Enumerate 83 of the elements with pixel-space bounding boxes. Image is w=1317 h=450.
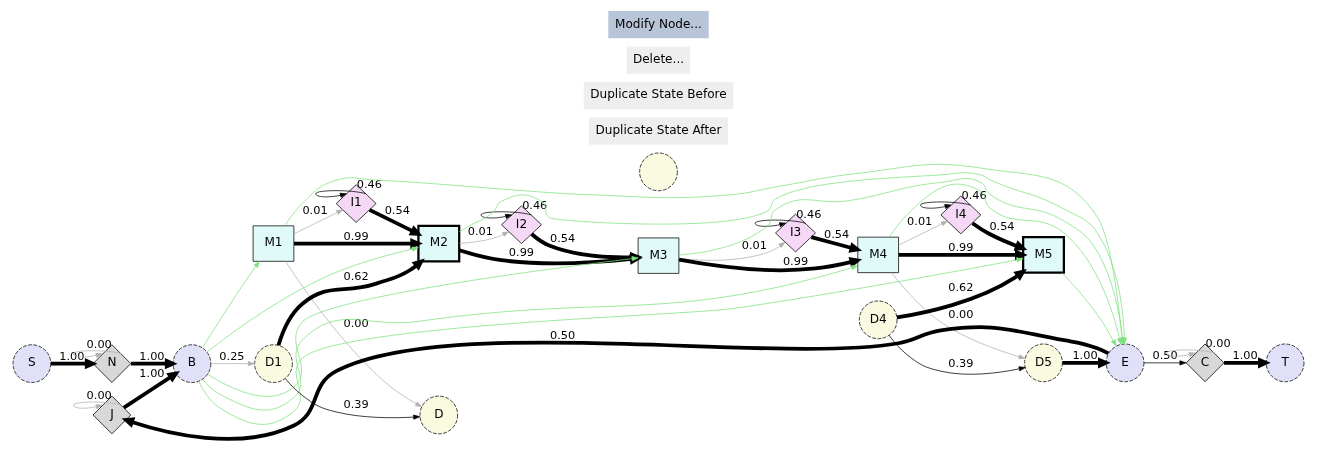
arrow xyxy=(207,256,639,397)
arrow xyxy=(896,269,1027,320)
arrow xyxy=(285,260,422,408)
edge-label: 0.62 xyxy=(948,280,974,295)
node-circle: D xyxy=(419,395,459,435)
arrow xyxy=(971,221,1028,251)
edge-label: 0.99 xyxy=(782,253,809,268)
arrow xyxy=(1062,357,1111,369)
arrow xyxy=(1061,272,1117,347)
arrow xyxy=(458,231,510,244)
arrow xyxy=(276,258,425,346)
arrow xyxy=(810,235,863,253)
edge-label: 0.54 xyxy=(384,203,410,218)
node-circle: D5 xyxy=(1024,343,1063,383)
edge-label: 0.01 xyxy=(302,203,328,218)
arrow xyxy=(891,272,1026,360)
arrow xyxy=(678,256,863,272)
arrow xyxy=(130,358,178,370)
node-circle: D1 xyxy=(254,344,293,383)
arrow xyxy=(198,257,1024,425)
arrow xyxy=(1143,360,1187,366)
arrow xyxy=(210,361,255,367)
edge-label: 0.01 xyxy=(741,237,767,252)
arrow xyxy=(122,371,180,410)
arrow xyxy=(458,248,643,266)
arrow xyxy=(73,350,123,358)
arrow xyxy=(480,211,532,219)
arrow xyxy=(294,238,423,250)
edge-label: 0.25 xyxy=(219,348,245,363)
arrow xyxy=(530,232,643,263)
arrow xyxy=(1224,357,1271,369)
arrow xyxy=(73,401,123,410)
arrow xyxy=(889,183,1122,345)
node-box: M4 xyxy=(857,236,899,274)
node-circle: E xyxy=(1105,343,1145,383)
edge-label: 0.01 xyxy=(467,223,493,238)
edge-label: 0.54 xyxy=(824,226,850,241)
label: Duplicate State After xyxy=(595,122,722,137)
edge-label: 0.50 xyxy=(550,327,576,342)
arrow xyxy=(202,265,858,411)
node-box: M3 xyxy=(637,237,680,274)
edge-label: 1.00 xyxy=(1232,348,1258,363)
arrow xyxy=(1166,349,1216,358)
node-circle: S xyxy=(12,344,52,383)
label: Modify Node... xyxy=(615,16,702,31)
edge-label: 0.62 xyxy=(343,268,369,283)
node-box: M2 xyxy=(417,224,461,263)
edge-label: 0.99 xyxy=(343,228,369,243)
edge-label: 1.00 xyxy=(1072,348,1098,363)
arrow xyxy=(50,358,98,370)
edge-label: 1.00 xyxy=(139,366,165,381)
arrow xyxy=(206,246,419,353)
edge-label: 1.00 xyxy=(59,348,85,363)
edge-label: 0.54 xyxy=(989,218,1015,233)
arrow xyxy=(315,190,367,198)
arrow xyxy=(121,325,1110,441)
arrow xyxy=(920,201,972,209)
node-circle: B xyxy=(172,344,212,383)
edge-label: 0.39 xyxy=(343,397,369,412)
arrow xyxy=(754,219,806,228)
arrow xyxy=(888,334,1026,375)
edge-label: 0.54 xyxy=(550,231,576,246)
node-circle: T xyxy=(1265,343,1305,383)
edge-label: 0.00 xyxy=(948,307,974,322)
arrow xyxy=(285,378,421,420)
arrow xyxy=(293,209,344,235)
arrow xyxy=(202,261,260,349)
node-box: M1 xyxy=(252,225,295,262)
edge-label: 0.00 xyxy=(343,315,369,330)
edge-label: 1.00 xyxy=(139,348,165,363)
edge-label: 0.99 xyxy=(508,245,535,260)
arrow xyxy=(368,208,423,236)
edge-label: 0.01 xyxy=(907,214,933,229)
node-box: M5 xyxy=(1022,236,1066,274)
arrow xyxy=(898,249,1028,261)
edge-label: 0.99 xyxy=(948,240,974,255)
node-circle: D4 xyxy=(858,300,898,340)
label: Delete... xyxy=(632,51,685,66)
edge-label: 0.50 xyxy=(1152,348,1178,363)
node-circle xyxy=(639,152,678,192)
edge-label: 0.39 xyxy=(948,356,974,371)
label: Duplicate State Before xyxy=(590,87,727,102)
arrow xyxy=(898,220,948,246)
